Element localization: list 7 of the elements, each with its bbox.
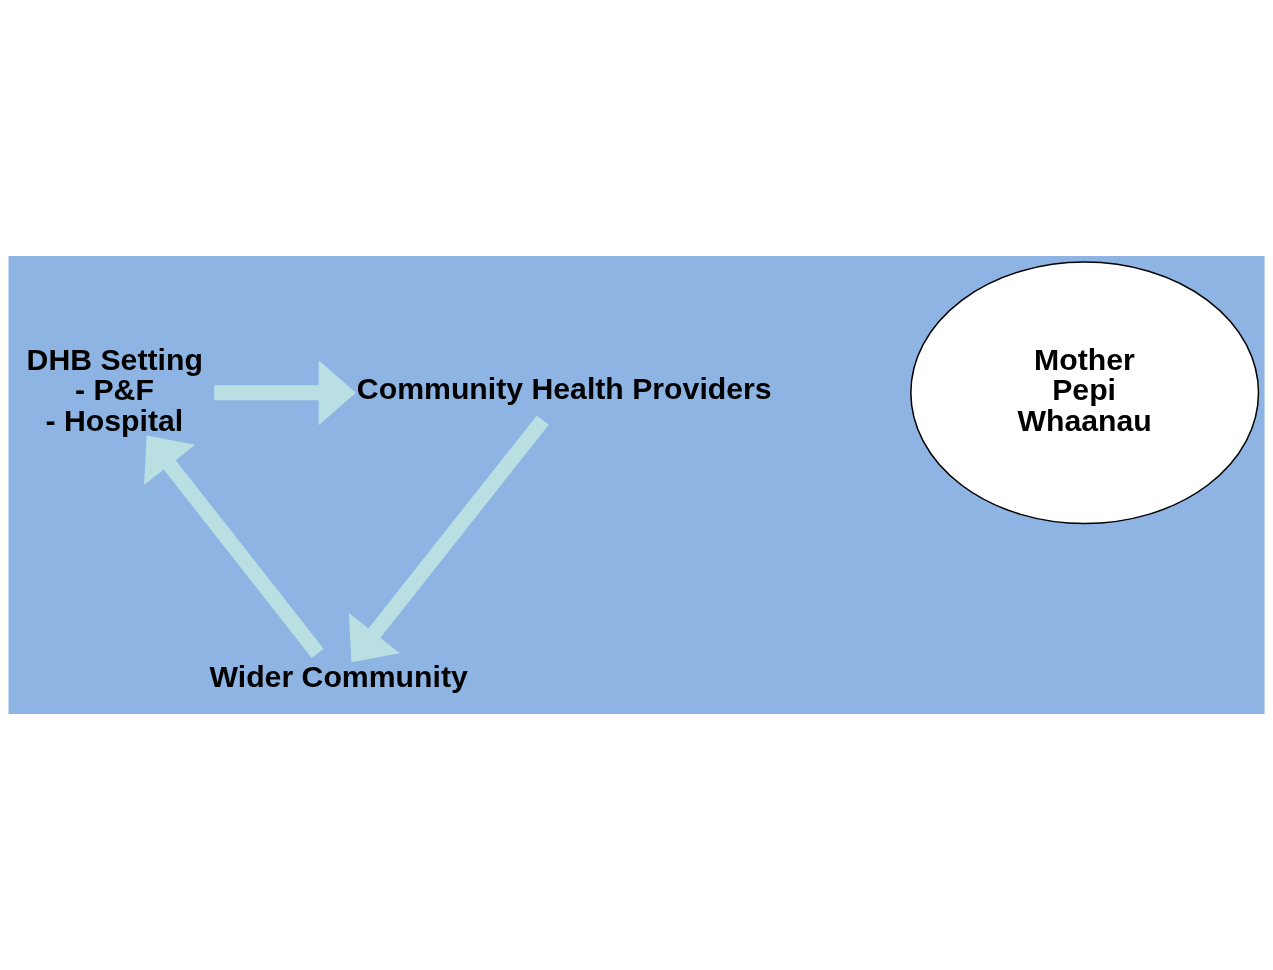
node-text: Wider Community [209, 659, 468, 693]
arrow [144, 435, 324, 658]
node-ellipse: Mother Pepi Whaanau [910, 261, 1260, 525]
node-text: Community Health Providers [356, 371, 772, 405]
arrow [214, 360, 356, 426]
arrow [348, 415, 549, 663]
node-text: DHB Setting - P&F - Hospital [26, 343, 203, 437]
